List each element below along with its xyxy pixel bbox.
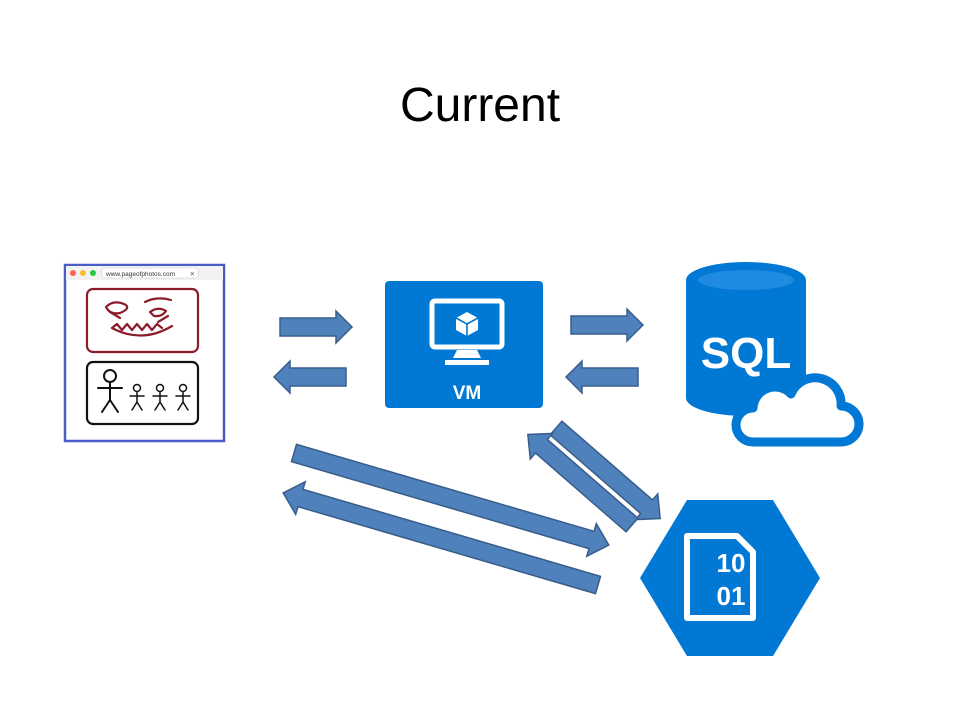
vm-node: VM xyxy=(385,281,543,408)
browser-close-dot-icon xyxy=(70,270,76,276)
arrow-sql-to-vm xyxy=(564,359,639,395)
browser-maximize-dot-icon xyxy=(90,270,96,276)
browser-url-text: www.pageofphotos.com xyxy=(105,271,175,278)
sql-database-cloud-icon xyxy=(686,262,864,447)
face-doodle-icon xyxy=(104,297,174,337)
storage-binary-line-1: 10 xyxy=(717,548,746,578)
arrow-vm-to-sql xyxy=(570,307,645,343)
stick-figure-large-icon xyxy=(97,369,123,413)
arrow-storage-to-vm xyxy=(527,432,639,533)
storage-node: 10 01 xyxy=(640,500,820,656)
sql-label: SQL xyxy=(701,329,791,378)
sql-node: SQL xyxy=(686,262,864,447)
vm-label: VM xyxy=(453,383,482,404)
stick-figure-small-1-icon xyxy=(129,383,145,411)
arrow-vm-to-storage xyxy=(549,420,661,521)
stick-figure-small-3-icon xyxy=(175,383,191,411)
arrow-vm-to-browser xyxy=(272,359,347,395)
arrow-browser-to-vm xyxy=(279,309,354,345)
arrow-browser-to-storage xyxy=(290,443,610,558)
blob-storage-icon xyxy=(684,533,756,621)
photo-panel-people xyxy=(85,360,200,426)
browser-minimize-dot-icon xyxy=(80,270,86,276)
blob-storage-hexagon xyxy=(640,500,820,656)
browser-window-node: www.pageofphotos.com × xyxy=(63,263,226,443)
stick-figure-small-2-icon xyxy=(152,383,168,411)
storage-binary-line-2: 01 xyxy=(717,581,746,611)
browser-tab-close-icon: × xyxy=(190,270,195,279)
virtual-machine-icon xyxy=(429,298,505,365)
arrow-storage-to-browser xyxy=(282,480,602,595)
slide-title: Current xyxy=(399,79,561,132)
photo-panel-face xyxy=(85,287,200,354)
browser-address-bar xyxy=(101,267,199,279)
